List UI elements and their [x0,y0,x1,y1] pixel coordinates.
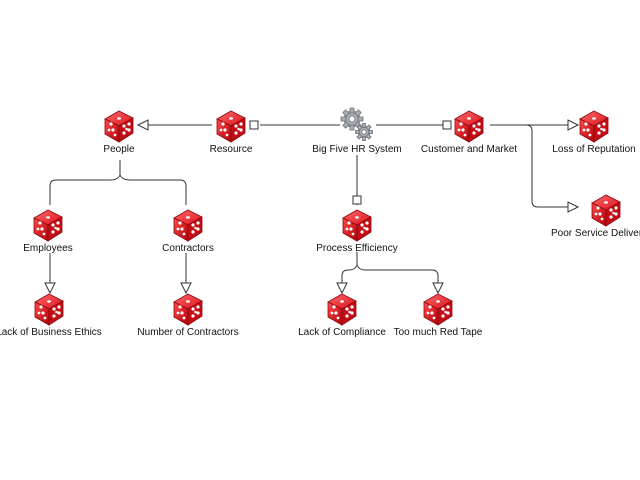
node-label-process-efficiency: Process Efficiency [316,243,398,254]
dice-icon [574,105,614,145]
gears-icon [337,105,377,145]
node-big-five-hr-system[interactable]: Big Five HR System [292,105,422,167]
connector-customer-poor-service [490,124,568,208]
node-lack-of-business-ethics[interactable]: Lack of Business Ethics [0,288,114,350]
node-label-lack-of-business-ethics: Lack of Business Ethics [0,327,102,338]
dice-icon [29,288,69,328]
node-contractors[interactable]: Contractors [123,204,253,266]
node-label-big-five-hr-system: Big Five HR System [312,144,402,155]
dice-icon [449,105,489,145]
connector-marker-triangle [44,282,56,295]
connector-process-compliance [341,252,358,283]
dice-icon [322,288,362,328]
connector-people-children [49,160,121,205]
connector-marker-triangle [432,282,444,295]
dice-icon [418,288,458,328]
connector-marker-square [352,195,362,205]
node-label-lack-of-compliance: Lack of Compliance [298,327,386,338]
node-label-number-of-contractors: Number of Contractors [137,327,239,338]
dice-icon [168,288,208,328]
node-label-poor-service-delivery: Poor Service Delivery [551,228,640,239]
connector-marker-triangle [567,201,580,213]
node-label-employees: Employees [23,243,73,254]
node-customer-and-market[interactable]: Customer and Market [404,105,534,167]
connector-marker-triangle [180,282,192,295]
connector-people-contractors [119,174,187,205]
node-label-contractors: Contractors [162,243,214,254]
dice-icon [337,204,377,244]
node-label-loss-of-reputation: Loss of Reputation [552,144,636,155]
dice-icon [99,105,139,145]
dice-icon [28,204,68,244]
node-poor-service-delivery[interactable]: Poor Service Delivery [506,189,640,251]
node-lack-of-compliance[interactable]: Lack of Compliance [277,288,407,350]
connector-marker-triangle [136,119,149,131]
node-employees[interactable]: Employees [0,204,113,266]
node-loss-of-reputation[interactable]: Loss of Reputation [529,105,640,167]
connector-process-redtape [356,264,439,283]
dice-icon [586,189,626,229]
dice-icon [168,204,208,244]
node-label-resource: Resource [209,144,253,155]
node-people[interactable]: People [54,105,184,167]
connector-marker-square [442,120,452,130]
connector-marker-square [249,120,259,130]
connector-marker-triangle [336,282,348,295]
dice-icon [211,105,251,145]
node-label-too-much-red-tape: Too much Red Tape [393,327,483,338]
node-process-efficiency[interactable]: Process Efficiency [292,204,422,266]
node-label-customer-and-market: Customer and Market [420,144,518,155]
node-label-people: People [103,144,135,155]
connector-marker-triangle [567,119,580,131]
node-too-much-red-tape[interactable]: Too much Red Tape [373,288,503,350]
node-resource[interactable]: Resource [166,105,296,167]
node-number-of-contractors[interactable]: Number of Contractors [123,288,253,350]
